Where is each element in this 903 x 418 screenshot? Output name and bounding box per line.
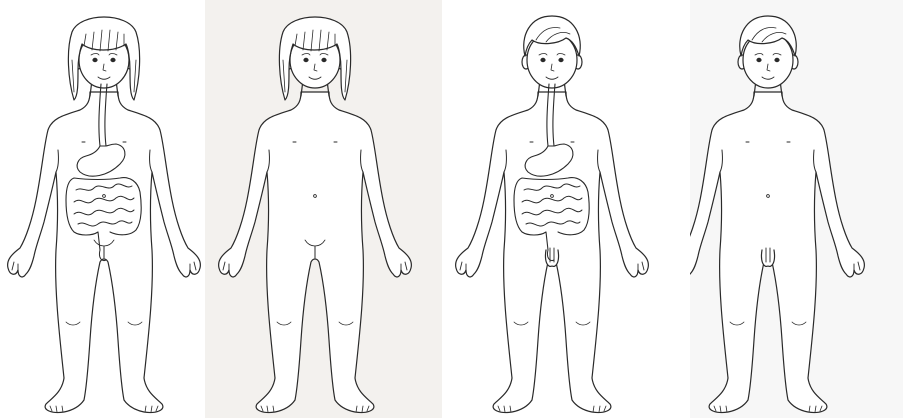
figure-panel-girl-digestive — [0, 0, 205, 418]
child-figure — [690, 16, 864, 413]
figure-drawing-boy-digestive — [442, 0, 690, 418]
head — [68, 17, 139, 100]
child-figure — [456, 16, 649, 413]
figure-panel-boy-digestive — [442, 0, 690, 418]
body-outline — [690, 92, 864, 413]
figure-drawing-girl-digestive — [0, 0, 205, 418]
head — [738, 16, 798, 96]
head — [522, 16, 582, 96]
child-figure — [8, 17, 201, 413]
figure-panel-girl-outline — [205, 0, 442, 418]
figure-drawing-girl-outline — [205, 0, 442, 418]
child-figure — [219, 17, 412, 413]
figure-panel-boy-outline — [690, 0, 903, 418]
figure-drawing-boy-outline — [690, 0, 903, 418]
head — [279, 17, 350, 100]
